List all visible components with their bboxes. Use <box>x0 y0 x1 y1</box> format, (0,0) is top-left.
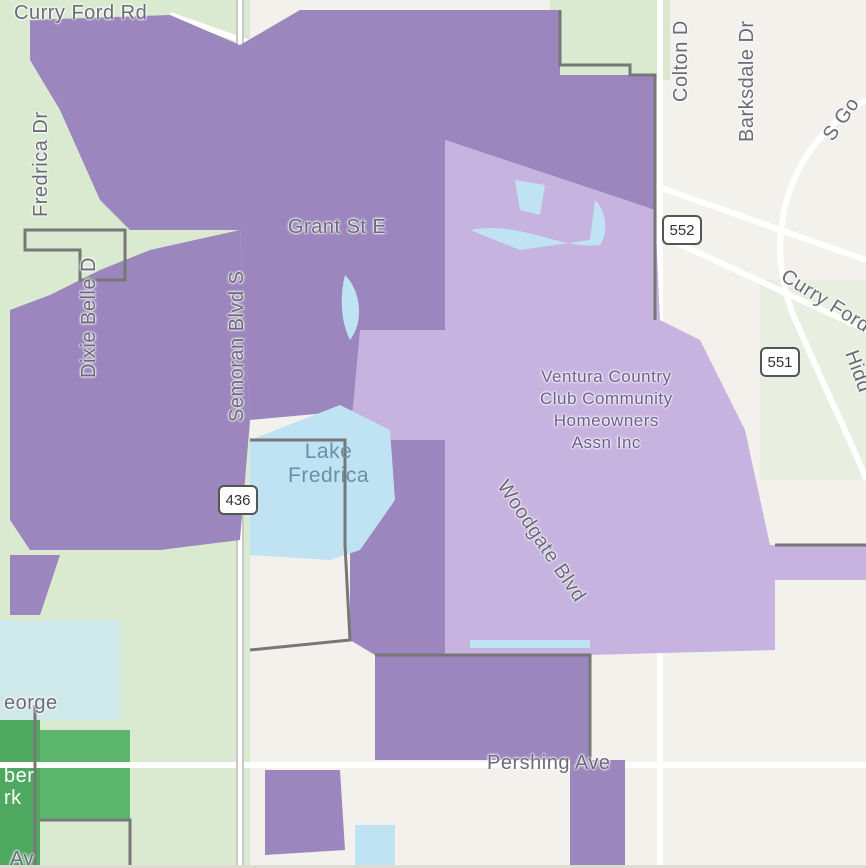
road-label-fredrica-dr: Fredrica Dr <box>30 111 52 217</box>
district-west-small <box>10 555 60 615</box>
route-shield-552: 552 <box>662 215 702 245</box>
district-south-strip <box>570 760 625 868</box>
water-label-line1: Lake <box>304 440 353 463</box>
road-label-bottom-av: Av <box>10 848 34 868</box>
park-dark-green-2 <box>40 730 130 820</box>
park-green-north <box>550 0 670 80</box>
district-ventura <box>350 140 866 655</box>
water-pale-southwest <box>0 620 120 720</box>
park-dark-green <box>0 710 40 868</box>
hoa-label-line3: Homeowners <box>553 411 659 430</box>
pond-north <box>470 200 606 250</box>
hoa-label-line4: Assn Inc <box>571 433 641 452</box>
road-label-barksdale-dr: Barksdale Dr <box>736 20 758 142</box>
hoa-label: Ventura Country Club Community Homeowner… <box>540 366 673 454</box>
pond-southwest <box>355 825 395 868</box>
district-west <box>10 230 250 550</box>
road-label-dixie-belle: Dixie Belle D <box>78 257 100 378</box>
water-label-lake-fredrica: Lake Fredrica <box>288 440 369 488</box>
park-label: ber rk <box>4 765 34 809</box>
pond-north-2 <box>515 180 545 215</box>
road-label-colton-dr: Colton D <box>670 20 692 102</box>
map-tile-edge <box>0 865 866 868</box>
pond-south <box>470 640 590 648</box>
district-south <box>350 440 590 760</box>
hoa-label-line2: Club Community <box>540 389 673 408</box>
district-southwest-block <box>265 770 345 855</box>
road-label-george: eorge <box>4 692 58 714</box>
water-label-line2: Fredrica <box>288 464 370 487</box>
district-nw <box>30 15 240 230</box>
lake-fredrica <box>250 405 395 560</box>
route-shield-551: 551 <box>760 347 800 377</box>
road-label-grant-st: Grant St E <box>288 216 387 238</box>
hoa-label-line1: Ventura Country <box>541 367 672 386</box>
park-label-line2: rk <box>4 787 22 809</box>
route-shield-436: 436 <box>218 485 258 515</box>
pond-grant <box>341 275 360 340</box>
park-green-east <box>760 280 866 480</box>
road-label-curry-ford-rd: Curry Ford Rd <box>14 2 148 24</box>
road-label-pershing-ave: Pershing Ave <box>487 752 611 774</box>
park-label-line1: ber <box>4 765 35 787</box>
road-label-semoran-blvd: Semoran Blvd S <box>226 270 248 422</box>
district-boundaries <box>23 10 866 868</box>
